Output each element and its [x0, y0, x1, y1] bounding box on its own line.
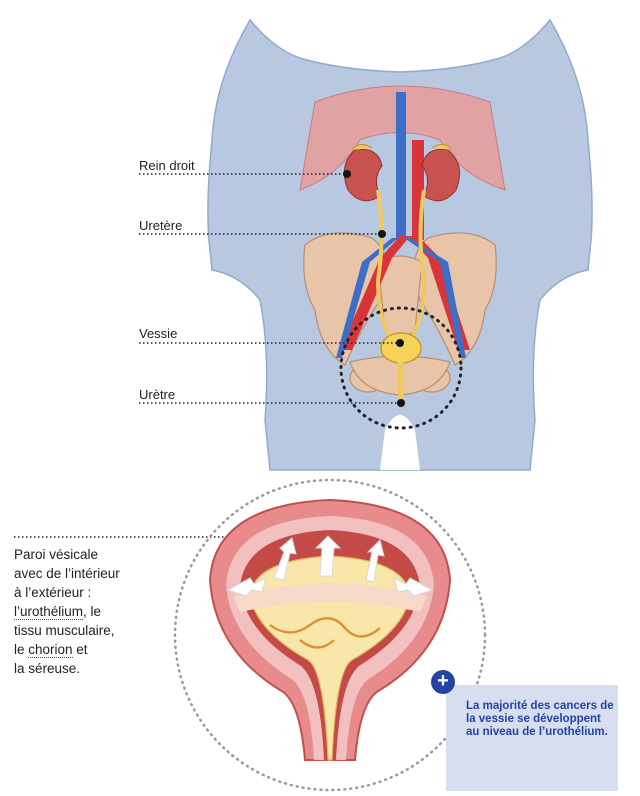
- leader-lines: [14, 173, 400, 538]
- bladder-cross-section: [208, 498, 452, 761]
- left-iliac-vein: [336, 238, 398, 358]
- paroi-vesicale-caption: Paroi vésicale avec de l’intérieur à l’e…: [14, 545, 164, 678]
- label-uretre: Urètre: [139, 387, 176, 402]
- chorion-term: chorion: [28, 642, 73, 658]
- right-ureter: [375, 189, 394, 342]
- left-ureter: [408, 189, 427, 342]
- label-uretere: Uretère: [139, 218, 183, 233]
- paroi-line-2: avec de l’intérieur: [14, 566, 120, 581]
- paroi-line-5: tissu musculaire,: [14, 623, 115, 638]
- left-iliac-artery: [340, 236, 410, 350]
- bladder: [380, 332, 422, 364]
- vena-cava: [396, 92, 406, 240]
- paroi-line-1: Paroi vésicale: [14, 547, 99, 562]
- urothelium-term: l’urothélium: [14, 604, 84, 620]
- right-iliac-vein: [404, 238, 466, 358]
- info-text: La majorité des cancers de la vessie se …: [466, 700, 614, 738]
- zoom-circle-large: [173, 478, 487, 792]
- zoom-circle-small: [339, 306, 463, 430]
- left-kidney: [421, 148, 461, 202]
- info-box: La majorité des cancers de la vessie se …: [446, 685, 618, 791]
- paroi-line-3: à l’extérieur :: [14, 585, 92, 600]
- paroi-line-7: la séreuse.: [14, 661, 81, 676]
- label-vessie: Vessie: [139, 326, 178, 341]
- paroi-line-4-rest: , le: [83, 604, 102, 619]
- urethra: [398, 362, 404, 405]
- paroi-line-6-pre: le: [14, 642, 29, 657]
- plus-icon: +: [431, 670, 455, 694]
- label-rein-droit: Rein droit: [139, 158, 195, 173]
- paroi-line-6-post: et: [72, 642, 88, 657]
